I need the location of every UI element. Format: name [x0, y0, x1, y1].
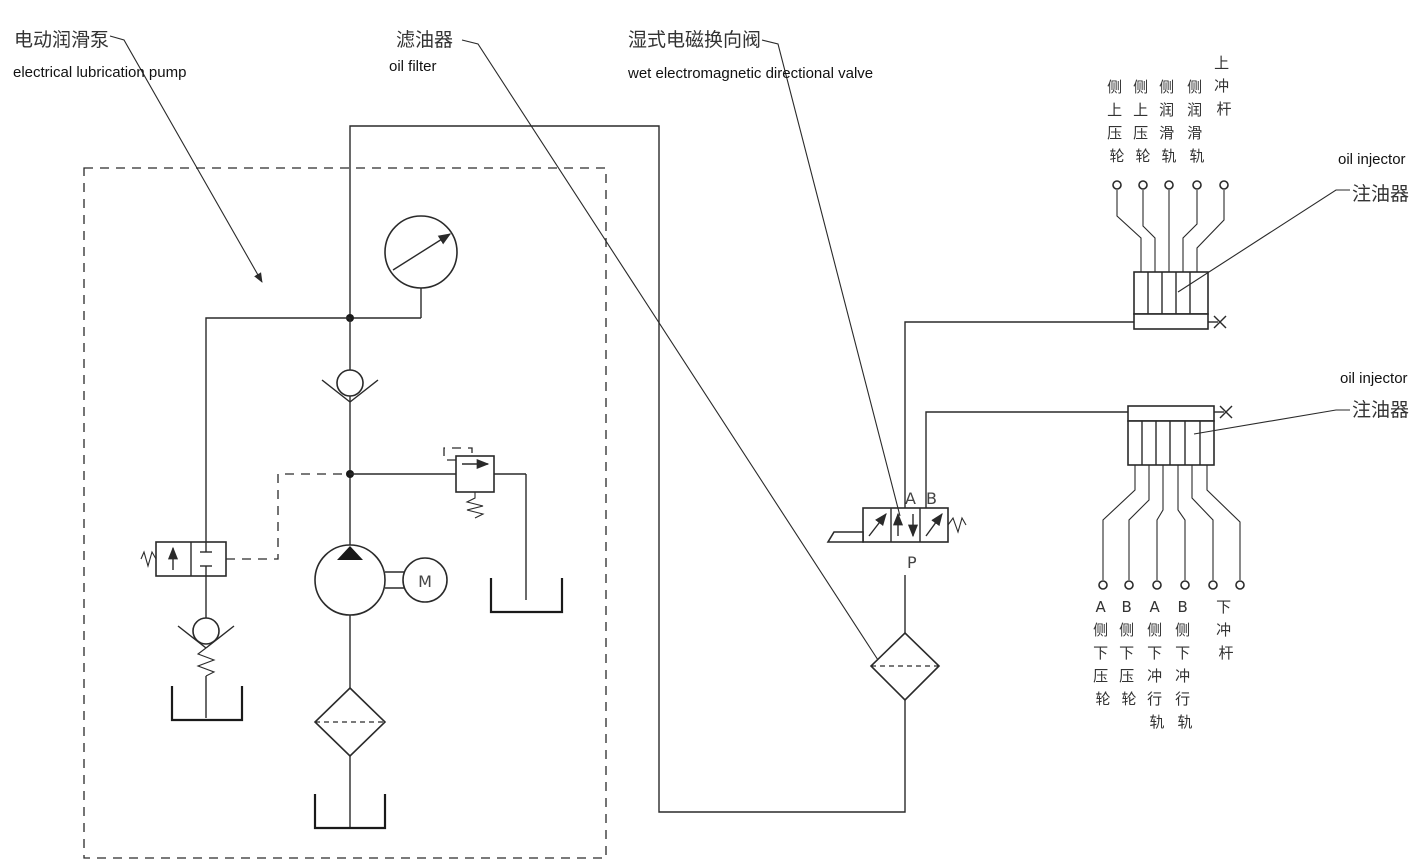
bottom-outlet-label: A 侧 下 压 轮 — [1093, 598, 1113, 708]
bottom-outlet-branches — [1098, 465, 1245, 590]
relief-valve — [350, 447, 527, 600]
bottom-outlet-label: B 侧 下 冲 行 轨 — [1175, 598, 1195, 731]
line-to-top-injector — [904, 321, 1134, 508]
top-outlet-labels: 侧 上 压 轮 侧 上 压 轮 侧 润 滑 轨 侧 润 滑 轨 上 冲 杆 — [1107, 54, 1234, 165]
top-injector-label-cn: 注油器 — [1352, 183, 1409, 205]
motor: M — [385, 557, 448, 603]
top-injector-label-en: oil injector — [1338, 151, 1406, 168]
filter-label-cn: 滤油器 — [396, 29, 453, 51]
leader-lines — [109, 35, 1350, 661]
filter-label-en: oil filter — [389, 58, 437, 75]
top-outlet-label: 上 冲 杆 — [1214, 54, 1234, 118]
bottom-injector-label-cn: 注油器 — [1352, 399, 1409, 421]
motor-label: M — [418, 572, 432, 591]
check-valve — [321, 318, 379, 548]
unloading-valve — [140, 317, 350, 618]
bottom-injector-label-en: oil injector — [1340, 370, 1408, 387]
bottom-outlet-label: 下 冲 杆 — [1216, 598, 1236, 662]
pump-tank — [313, 794, 387, 830]
top-outlet-label: 侧 上 压 轮 — [1107, 78, 1127, 165]
valve-label-en: wet electromagnetic directional valve — [627, 65, 873, 82]
pump-label-cn: 电动润滑泵 — [14, 29, 109, 51]
pressure-gauge — [350, 215, 458, 319]
relief-tank — [489, 578, 564, 614]
pump-label-en: electrical lubrication pump — [13, 64, 186, 81]
left-tank — [170, 686, 244, 722]
top-outlet-label: 侧 润 滑 轨 — [1187, 78, 1207, 165]
top-oil-injector — [1133, 271, 1227, 330]
oil-filter — [869, 631, 941, 702]
port-a-label: A — [905, 489, 916, 508]
bottom-oil-injector — [1127, 405, 1233, 466]
directional-valve — [826, 507, 967, 543]
hydraulic-pump — [314, 544, 386, 688]
port-p-label: P — [907, 553, 917, 572]
main-pressure-line — [349, 125, 906, 813]
valve-label-cn: 湿式电磁换向阀 — [628, 29, 761, 51]
top-outlet-branches — [1112, 180, 1229, 272]
spring-check-valve — [177, 617, 235, 718]
top-outlet-label: 侧 上 压 轮 — [1133, 78, 1153, 165]
suction-filter — [313, 686, 387, 828]
top-outlet-label: 侧 润 滑 轨 — [1159, 78, 1179, 165]
port-b-label: B — [926, 489, 937, 508]
pump-unit-boundary — [83, 167, 607, 859]
bottom-outlet-label: A 侧 下 冲 行 轨 — [1147, 598, 1167, 731]
line-to-bottom-injector — [925, 411, 1128, 508]
bottom-outlet-labels: A 侧 下 压 轮 B 侧 下 压 轮 A 侧 下 冲 行 轨 B 侧 下 冲 … — [1093, 598, 1236, 731]
bottom-outlet-label: B 侧 下 压 轮 — [1119, 598, 1139, 708]
